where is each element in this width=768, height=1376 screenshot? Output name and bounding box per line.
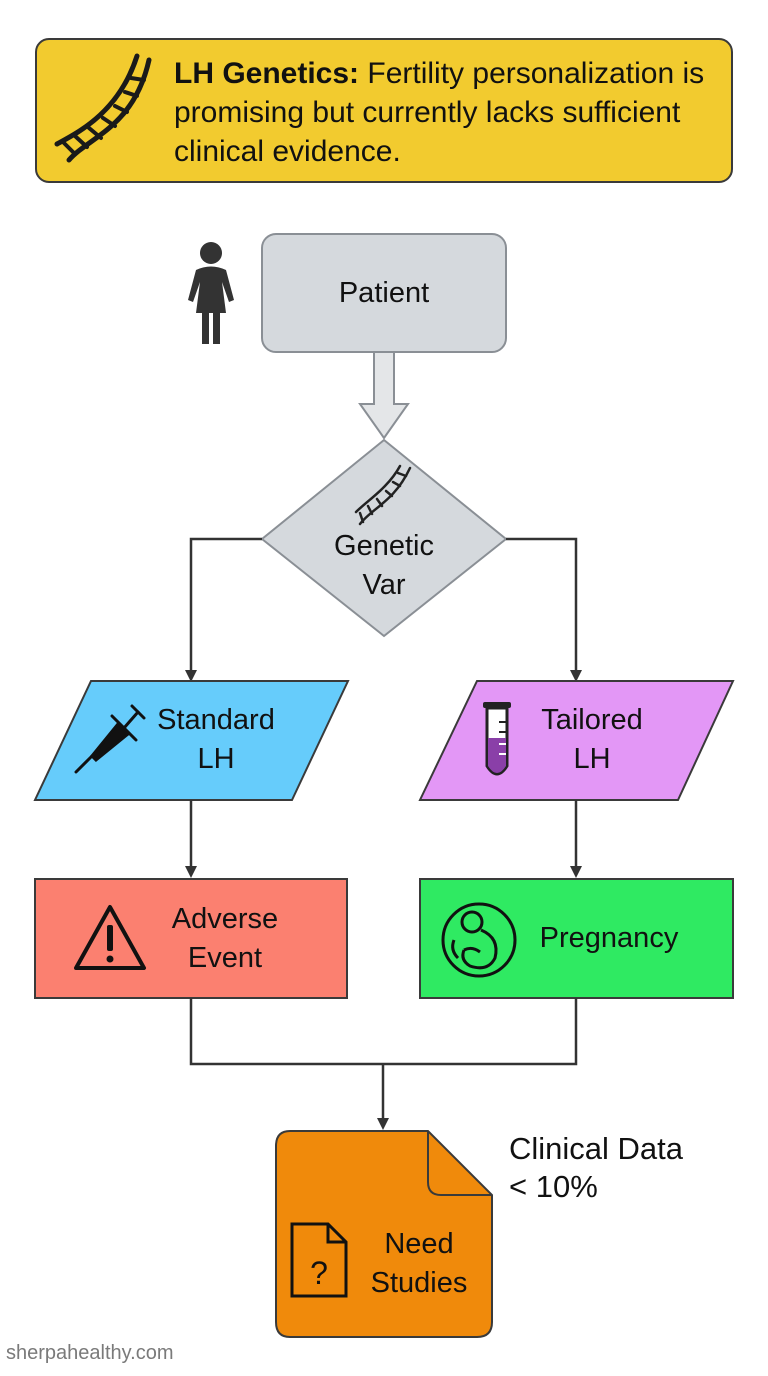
adverse-event-line2: Event <box>187 942 263 974</box>
standard-lh-line2: LH <box>197 743 235 775</box>
header-banner: LH Genetics: Fertility personalization i… <box>35 38 733 183</box>
tailored-lh-line2: LH <box>573 743 611 775</box>
banner-body: Fertility personalization is promising b… <box>174 57 705 168</box>
standard-lh-node <box>33 680 350 801</box>
genetic-var-node <box>260 438 508 638</box>
merge-lines <box>189 998 578 1066</box>
need-studies-node <box>275 1130 493 1338</box>
patient-to-genetic-arrow <box>358 351 410 440</box>
need-studies-label: Need Studies <box>350 1225 488 1303</box>
standard-lh-label: Standard LH <box>136 701 296 779</box>
patient-label: Patient <box>338 277 430 309</box>
clinical-data-line1: Clinical Data <box>509 1131 684 1166</box>
question-document-icon: ? <box>290 1222 348 1298</box>
test-tube-icon <box>483 702 511 776</box>
fetus-icon <box>441 902 517 978</box>
document-fold <box>427 1131 492 1196</box>
tailored-lh-label: Tailored LH <box>512 701 672 779</box>
standard-lh-line1: Standard <box>157 704 275 736</box>
dna-small-icon <box>354 464 412 526</box>
person-icon <box>188 242 234 344</box>
dna-icon <box>54 53 152 163</box>
footer-watermark: sherpahealthy.com <box>6 1342 174 1364</box>
clinical-data-annotation: Clinical Data < 10% <box>509 1130 683 1206</box>
need-studies-line2: Studies <box>370 1267 468 1299</box>
clinical-data-line2: < 10% <box>509 1169 598 1204</box>
banner-title: LH Genetics: <box>174 57 360 90</box>
syringe-icon <box>74 704 146 774</box>
warning-icon <box>74 905 146 970</box>
need-studies-line1: Need <box>384 1228 454 1260</box>
genetic-var-line2: Var <box>362 569 406 601</box>
pregnancy-node <box>419 878 734 999</box>
genetic-var-label: Genetic Var <box>314 527 454 605</box>
genetic-var-line1: Genetic <box>334 530 434 562</box>
adverse-event-node <box>34 878 348 999</box>
tailored-lh-line1: Tailored <box>541 704 643 736</box>
adverse-event-label: Adverse Event <box>150 900 300 978</box>
genetic-to-standard-line <box>185 537 262 682</box>
banner-text: LH Genetics: Fertility personalization i… <box>174 54 719 171</box>
svg-text:?: ? <box>310 1255 328 1291</box>
adverse-event-line1: Adverse <box>171 903 279 935</box>
genetic-to-tailored-line <box>506 537 582 682</box>
pregnancy-label: Pregnancy <box>539 922 679 954</box>
